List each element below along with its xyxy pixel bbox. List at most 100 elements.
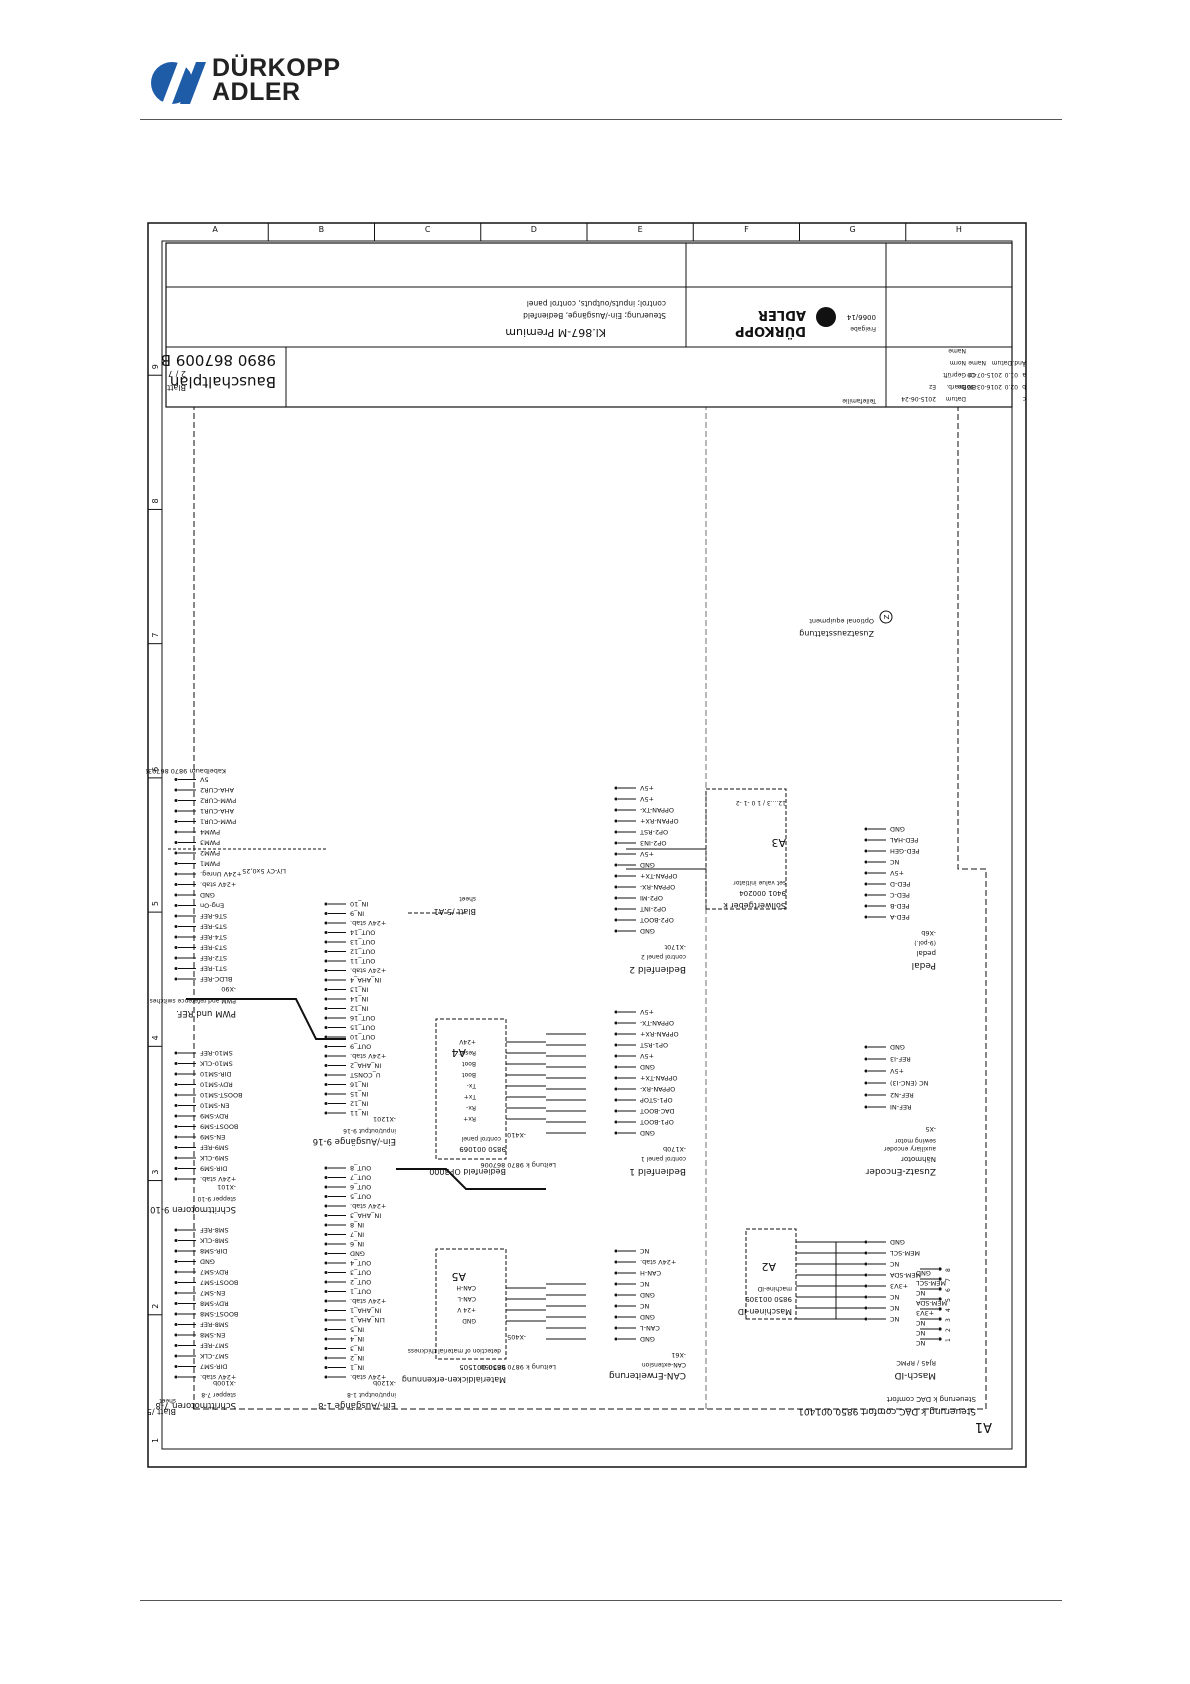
pin-label: PWM4 — [200, 828, 220, 836]
pin-label: NC (ENC-I3) — [890, 1079, 928, 1087]
pin-terminal — [864, 1105, 868, 1109]
pin-terminal — [174, 977, 178, 981]
block-sub: stepper 9-10 — [197, 1195, 236, 1202]
pin-label: +24 V — [456, 1306, 476, 1313]
brand-line-2: ADLER — [212, 78, 301, 106]
pin-label: Boot — [462, 1060, 476, 1067]
cable-type: LiY-CY 5x0,25 — [242, 867, 286, 875]
block-sub: detection of material thickness — [408, 1347, 501, 1354]
pin-terminal — [174, 925, 178, 928]
block-title: Bedienfeld OP3000 — [429, 1167, 506, 1176]
pin-terminal — [174, 1135, 178, 1139]
pin-label: NC — [916, 1289, 926, 1297]
pin-terminal — [614, 1293, 618, 1297]
norm-label: Norm — [949, 359, 966, 366]
pin-terminal — [324, 950, 328, 953]
pin-label: PED-D — [890, 880, 910, 888]
connector-label: -X61 — [671, 1351, 686, 1359]
pin-terminal — [614, 1065, 618, 1069]
pin-terminal — [614, 852, 618, 856]
pin-label: EN-SM9 — [200, 1133, 225, 1141]
pin-label: U_CONST — [350, 1071, 381, 1079]
block-sub: auxiliary encoder — [883, 1145, 936, 1152]
pin-terminal — [864, 871, 868, 875]
description-en: control; inputs/outputs, control panel — [527, 299, 666, 308]
pin-terminal — [324, 931, 328, 934]
pin-terminal — [174, 1291, 178, 1295]
pin-label: Reset — [459, 1049, 476, 1056]
pin-label: PWM1 — [200, 860, 220, 868]
connector-label: -X6b — [921, 929, 936, 937]
pin-label: NC — [916, 1329, 926, 1337]
pin-terminal — [174, 820, 178, 823]
connector-label: -X120b — [373, 1379, 396, 1387]
pin-terminal — [174, 967, 178, 970]
pin-terminal — [174, 1146, 178, 1149]
block-title: Maschinen-ID — [738, 1307, 792, 1316]
optional-symbol: Z — [883, 614, 891, 619]
pin-terminal — [614, 830, 618, 834]
pin-terminal — [614, 841, 618, 845]
date-label: Datum — [946, 395, 966, 402]
drawn-label: Bearb. — [946, 383, 966, 390]
connector-label: RJ45 / RPMC — [896, 1359, 936, 1367]
pin-terminal — [174, 862, 178, 865]
pin-terminal — [174, 799, 178, 802]
pin-label: +24V stab. — [350, 1202, 386, 1210]
row-label: H — [956, 225, 962, 234]
pin-label: Eng-On — [200, 902, 224, 910]
rev-b-name: Blöfze — [957, 383, 976, 390]
pin-label: DIR-SM8 — [200, 1247, 227, 1255]
pin-label: +24V — [458, 1038, 476, 1045]
block-number: 9850 001069 — [459, 1145, 506, 1153]
sheet-ref-sub: sheet — [459, 895, 476, 902]
pin-label: OUT_7 — [350, 1174, 371, 1182]
pin-terminal — [614, 1076, 618, 1080]
pin-terminal — [324, 1045, 328, 1048]
pin-terminal — [174, 872, 178, 876]
pin-terminal — [324, 1007, 328, 1010]
pin-terminal — [864, 1045, 868, 1049]
pin-terminal — [174, 778, 178, 781]
controller-id: A1 — [975, 1419, 992, 1434]
block-sub: control panel 2 — [641, 953, 686, 960]
pin-label: GND — [916, 1269, 931, 1277]
pin-label: PWM3 — [200, 839, 220, 847]
rev-a-date: 2015-07-09 — [967, 371, 1002, 378]
pin-label: +24V stab. — [350, 1297, 386, 1305]
block-sub: set value initiator — [733, 879, 786, 886]
pin-label: SM10-REF — [200, 1049, 233, 1057]
pin-terminal — [324, 1299, 328, 1303]
pin-terminal — [324, 1280, 328, 1284]
row-label: E — [638, 225, 643, 234]
pin-terminal — [614, 1032, 618, 1036]
pin-label: NC — [890, 1315, 900, 1323]
pin-terminal — [174, 1051, 178, 1055]
pin-terminal — [864, 1093, 868, 1097]
pin-terminal — [174, 1125, 178, 1128]
pin-label: EN-SM7 — [200, 1289, 225, 1297]
rev-a: a — [1022, 371, 1026, 378]
pin-label: OP2-RST — [640, 828, 668, 836]
pin-label: NC — [890, 1304, 900, 1312]
pin-number: 7 — [945, 1278, 952, 1282]
pin-terminal — [324, 1166, 328, 1170]
pin-label: GND — [640, 861, 655, 869]
pin-label: OP2-BOOT — [640, 916, 674, 924]
pin-label: OP1-RST — [640, 1041, 668, 1049]
pin-terminal — [614, 1271, 618, 1275]
pin-label: GND — [640, 1313, 655, 1321]
drawing-title: Bauschaltplan — [170, 373, 276, 391]
pin-terminal — [864, 860, 868, 864]
connector-label: -X100b — [213, 1379, 236, 1387]
pin-label: CAN-H — [457, 1284, 476, 1291]
pin-label: CAN-H — [640, 1269, 661, 1277]
pin-terminal — [864, 904, 868, 908]
pin-terminal — [614, 1282, 618, 1286]
footer-rule — [140, 1600, 1062, 1601]
sheet-number: 2 / 7 — [168, 369, 186, 378]
pin-terminal — [324, 959, 328, 963]
block-title: CAN-Erweiterung — [609, 1370, 686, 1380]
pin-terminal — [324, 1337, 328, 1341]
pin-terminal — [174, 904, 178, 907]
